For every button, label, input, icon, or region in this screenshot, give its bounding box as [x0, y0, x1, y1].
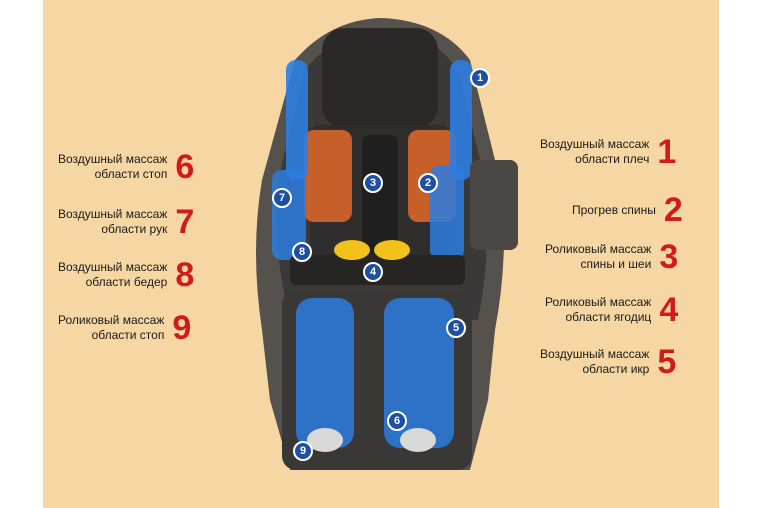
label-7-number: 7 [175, 203, 195, 241]
airbag-arm-right [430, 165, 464, 260]
label-4-number: 4 [659, 291, 679, 329]
marker-6: 6 [387, 411, 407, 431]
marker-1: 1 [470, 68, 490, 88]
marker-3: 3 [363, 173, 383, 193]
label-2-number: 2 [663, 191, 683, 229]
label-7-text: Воздушный массаж области рук [58, 207, 168, 236]
label-1-number: 1 [657, 133, 677, 171]
label-5-number: 5 [657, 343, 677, 381]
roller-seat-right [374, 240, 410, 260]
label-6: Воздушный массаж области стоп 6 [58, 150, 194, 184]
label-3: Роликовый массаж спины и шеи 3 [545, 240, 678, 274]
label-1: Воздушный массаж области плеч 1 [540, 135, 676, 169]
label-1-text: Воздушный массаж области плеч [540, 137, 650, 166]
label-9-number: 9 [172, 309, 192, 347]
marker-2: 2 [418, 173, 438, 193]
marker-8: 8 [292, 242, 312, 262]
label-3-number: 3 [659, 238, 679, 276]
label-6-number: 6 [175, 148, 195, 186]
roller-foot-left [307, 428, 343, 452]
airbag-shoulder-left [286, 60, 308, 180]
label-8-text: Воздушный массаж области бедер [58, 260, 168, 289]
airbag-shoulder-right [450, 60, 472, 180]
roller-foot-right [400, 428, 436, 452]
label-7: Воздушный массаж области рук 7 [58, 205, 194, 239]
label-9: Роликовый массаж области стоп 9 [58, 311, 191, 345]
label-5: Воздушный массаж области икр 5 [540, 345, 676, 379]
marker-7: 7 [272, 188, 292, 208]
label-8-number: 8 [175, 256, 195, 294]
label-4-text: Роликовый массаж области ягодиц [545, 295, 652, 324]
label-4: Роликовый массаж области ягодиц 4 [545, 293, 678, 327]
airbag-calf-left [296, 298, 354, 448]
label-2-text: Прогрев спины [572, 202, 656, 217]
marker-5: 5 [446, 318, 466, 338]
label-8: Воздушный массаж области бедер 8 [58, 258, 194, 292]
airbag-calf-right [384, 298, 454, 448]
label-9-text: Роликовый массаж области стоп [58, 313, 165, 342]
marker-9: 9 [293, 441, 313, 461]
label-2: Прогрев спины 2 [572, 193, 683, 227]
roller-seat-left [334, 240, 370, 260]
label-3-text: Роликовый массаж спины и шеи [545, 242, 652, 271]
marker-4: 4 [363, 262, 383, 282]
label-5-text: Воздушный массаж области икр [540, 347, 650, 376]
label-6-text: Воздушный массаж области стоп [58, 152, 168, 181]
heat-pad-left [304, 130, 352, 222]
